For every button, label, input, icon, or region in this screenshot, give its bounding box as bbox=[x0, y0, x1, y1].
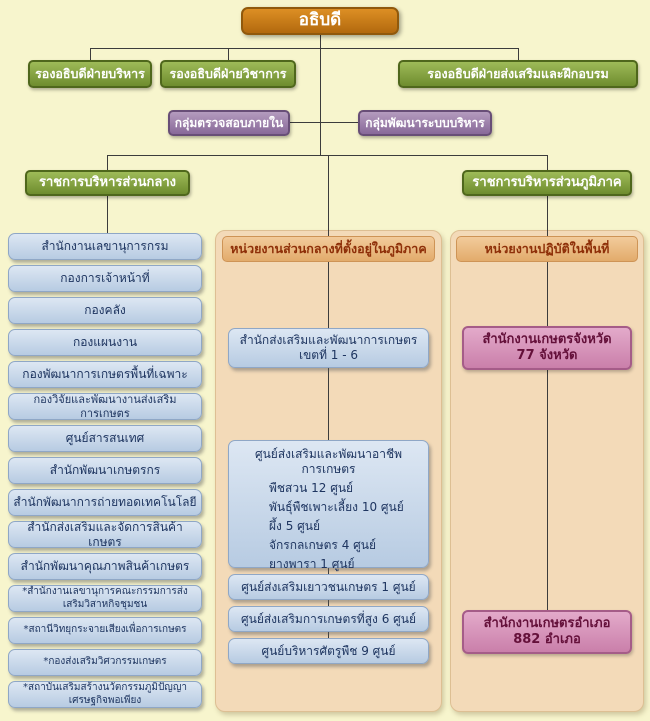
director-box: อธิบดี bbox=[241, 7, 399, 35]
province-office-line1: สำนักงานเกษตรจังหวัด bbox=[482, 331, 612, 347]
central-unit-item: สำนักงานเลขานุการกรม bbox=[8, 233, 202, 260]
central-unit-item: กองคลัง bbox=[8, 297, 202, 324]
internal-audit-group-box: กลุ่มตรวจสอบภายใน bbox=[168, 110, 290, 136]
deputy-technical-box: รองอธิบดีฝ่ายวิชาการ bbox=[160, 60, 296, 88]
career-centers-box: ศูนย์ส่งเสริมและพัฒนาอาชีพการเกษตร พืชสว… bbox=[228, 440, 429, 571]
connector-deputy2-drop bbox=[228, 48, 229, 60]
central-unit-item: สำนักพัฒนาคุณภาพสินค้าเกษตร bbox=[8, 553, 202, 580]
career-center-item: จักรกลเกษตร 4 ศูนย์ bbox=[269, 538, 376, 552]
central-unit-item: สำนักส่งเสริมและจัดการสินค้าเกษตร bbox=[8, 519, 202, 549]
deputy-admin-label: รองอธิบดีฝ่ายบริหาร bbox=[35, 66, 145, 82]
career-center-item: พืชสวน 12 ศูนย์ bbox=[269, 481, 354, 495]
highland-center-label: ศูนย์ส่งเสริมการเกษตรที่สูง 6 ศูนย์ bbox=[241, 611, 416, 626]
central-unit-item: กองวิจัยและพัฒนางานส่งเสริมการเกษตร bbox=[8, 393, 202, 420]
admin-system-group-box: กลุ่มพัฒนาระบบบริหาร bbox=[358, 110, 492, 136]
central-unit-item: กองแผนงาน bbox=[8, 329, 202, 356]
central-unit-label: สำนักงานเลขานุการกรม bbox=[41, 239, 169, 253]
career-centers-title: ศูนย์ส่งเสริมและพัฒนาอาชีพการเกษตร bbox=[254, 447, 403, 476]
connector-right-column-drop bbox=[547, 196, 548, 236]
connector-admin-left-drop bbox=[107, 155, 108, 170]
central-unit-item: สำนักพัฒนาการถ่ายทอดเทคโนโลยี bbox=[8, 489, 202, 516]
deputy-technical-label: รองอธิบดีฝ่ายวิชาการ bbox=[169, 66, 287, 82]
central-unit-label: สำนักพัฒนาเกษตรกร bbox=[49, 463, 161, 477]
connector-right-inner bbox=[547, 262, 548, 610]
central-unit-item: กองพัฒนาการเกษตรพื้นที่เฉพาะ bbox=[8, 361, 202, 388]
connector-admin-right-drop bbox=[547, 155, 548, 170]
internal-audit-group-label: กลุ่มตรวจสอบภายใน bbox=[174, 115, 284, 130]
central-unit-item: *กองส่งเสริมวิศวกรรมเกษตร bbox=[8, 649, 202, 676]
central-unit-item: สำนักพัฒนาเกษตรกร bbox=[8, 457, 202, 484]
central-unit-label: สำนักพัฒนาคุณภาพสินค้าเกษตร bbox=[20, 559, 190, 573]
admin-system-group-label: กลุ่มพัฒนาระบบบริหาร bbox=[365, 115, 485, 130]
central-admin-box: ราชการบริหารส่วนกลาง bbox=[25, 170, 190, 196]
central-unit-item: *สถาบันเสริมสร้างนวัตกรรมภูมิปัญญาเศรษฐก… bbox=[8, 681, 202, 708]
connector-admin-horizontal bbox=[107, 155, 547, 156]
pest-center-box: ศูนย์บริหารศัตรูพืช 9 ศูนย์ bbox=[228, 638, 429, 664]
career-center-item: พันธุ์พืชเพาะเลี้ยง 10 ศูนย์ bbox=[269, 500, 404, 514]
central-unit-label: *สถานีวิทยุกระจายเสียงเพื่อการเกษตร bbox=[23, 624, 187, 636]
deputy-admin-box: รองอธิบดีฝ่ายบริหาร bbox=[28, 60, 152, 88]
central-unit-label: กองพัฒนาการเกษตรพื้นที่เฉพาะ bbox=[22, 367, 188, 381]
province-office-box: สำนักงานเกษตรจังหวัด 77 จังหวัด bbox=[462, 326, 632, 370]
connector-director-down bbox=[320, 35, 321, 155]
youth-center-label: ศูนย์ส่งเสริมเยาวชนเกษตร 1 ศูนย์ bbox=[241, 579, 416, 594]
zone-office-line1: สำนักส่งเสริมและพัฒนาการเกษตร bbox=[239, 333, 418, 347]
central-unit-label: สำนักพัฒนาการถ่ายทอดเทคโนโลยี bbox=[13, 495, 197, 509]
regional-admin-box: ราชการบริหารส่วนภูมิภาค bbox=[462, 170, 632, 196]
province-office-line2: 77 จังหวัด bbox=[516, 348, 578, 363]
district-office-line1: สำนักงานเกษตรอำเภอ bbox=[483, 615, 611, 631]
zone-office-line2: เขตที่ 1 - 6 bbox=[298, 348, 359, 362]
regional-units-header-label: หน่วยงานส่วนกลางที่ตั้งอยู่ในภูมิภาค bbox=[230, 241, 427, 257]
career-center-item: ผึ้ง 5 ศูนย์ bbox=[269, 519, 321, 533]
director-label: อธิบดี bbox=[298, 10, 342, 31]
district-office-line2: 882 อำเภอ bbox=[513, 632, 581, 647]
connector-deputies-horizontal bbox=[90, 48, 519, 49]
highland-center-box: ศูนย์ส่งเสริมการเกษตรที่สูง 6 ศูนย์ bbox=[228, 606, 429, 632]
deputy-extension-label: รองอธิบดีฝ่ายส่งเสริมและฝึกอบรม bbox=[427, 66, 609, 82]
central-unit-label: สำนักส่งเสริมและจัดการสินค้าเกษตร bbox=[27, 519, 183, 549]
connector-deputy3-drop bbox=[518, 48, 519, 60]
zone-office-box: สำนักส่งเสริมและพัฒนาการเกษตร เขตที่ 1 -… bbox=[228, 328, 429, 368]
district-office-box: สำนักงานเกษตรอำเภอ 882 อำเภอ bbox=[462, 610, 632, 654]
central-unit-label: กองการเจ้าหน้าที่ bbox=[60, 271, 150, 285]
regional-units-header: หน่วยงานส่วนกลางที่ตั้งอยู่ในภูมิภาค bbox=[222, 236, 435, 262]
central-admin-label: ราชการบริหารส่วนกลาง bbox=[39, 174, 176, 190]
youth-center-box: ศูนย์ส่งเสริมเยาวชนเกษตร 1 ศูนย์ bbox=[228, 574, 429, 600]
connector-deputy1-drop bbox=[90, 48, 91, 60]
connector-groups-horizontal bbox=[290, 122, 358, 123]
deputy-extension-box: รองอธิบดีฝ่ายส่งเสริมและฝึกอบรม bbox=[398, 60, 638, 88]
field-units-header: หน่วยงานปฏิบัติในพื้นที่ bbox=[456, 236, 638, 262]
connector-mid-column-drop bbox=[328, 155, 329, 236]
pest-center-label: ศูนย์บริหารศัตรูพืช 9 ศูนย์ bbox=[261, 643, 396, 658]
central-unit-label: *กองส่งเสริมวิศวกรรมเกษตร bbox=[43, 656, 167, 668]
central-unit-label: กองแผนงาน bbox=[72, 335, 138, 349]
central-unit-item: *สำนักงานเลขานุการคณะกรรมการส่งเสริมวิสา… bbox=[8, 585, 202, 612]
connector-left-stack-drop bbox=[107, 196, 108, 233]
central-unit-label: กองคลัง bbox=[84, 303, 126, 317]
career-center-item: ยางพารา 1 ศูนย์ bbox=[269, 557, 355, 571]
central-unit-label: *สำนักงานเลขานุการคณะกรรมการส่งเสริมวิสา… bbox=[22, 586, 188, 610]
central-unit-item: กองการเจ้าหน้าที่ bbox=[8, 265, 202, 292]
central-unit-item: ศูนย์สารสนเทศ bbox=[8, 425, 202, 452]
regional-admin-label: ราชการบริหารส่วนภูมิภาค bbox=[472, 174, 622, 190]
central-unit-label: กองวิจัยและพัฒนางานส่งเสริมการเกษตร bbox=[33, 392, 177, 420]
central-unit-label: ศูนย์สารสนเทศ bbox=[65, 431, 145, 445]
central-unit-label: *สถาบันเสริมสร้างนวัตกรรมภูมิปัญญาเศรษฐก… bbox=[23, 682, 187, 706]
central-unit-item: *สถานีวิทยุกระจายเสียงเพื่อการเกษตร bbox=[8, 617, 202, 644]
field-units-header-label: หน่วยงานปฏิบัติในพื้นที่ bbox=[484, 241, 610, 257]
